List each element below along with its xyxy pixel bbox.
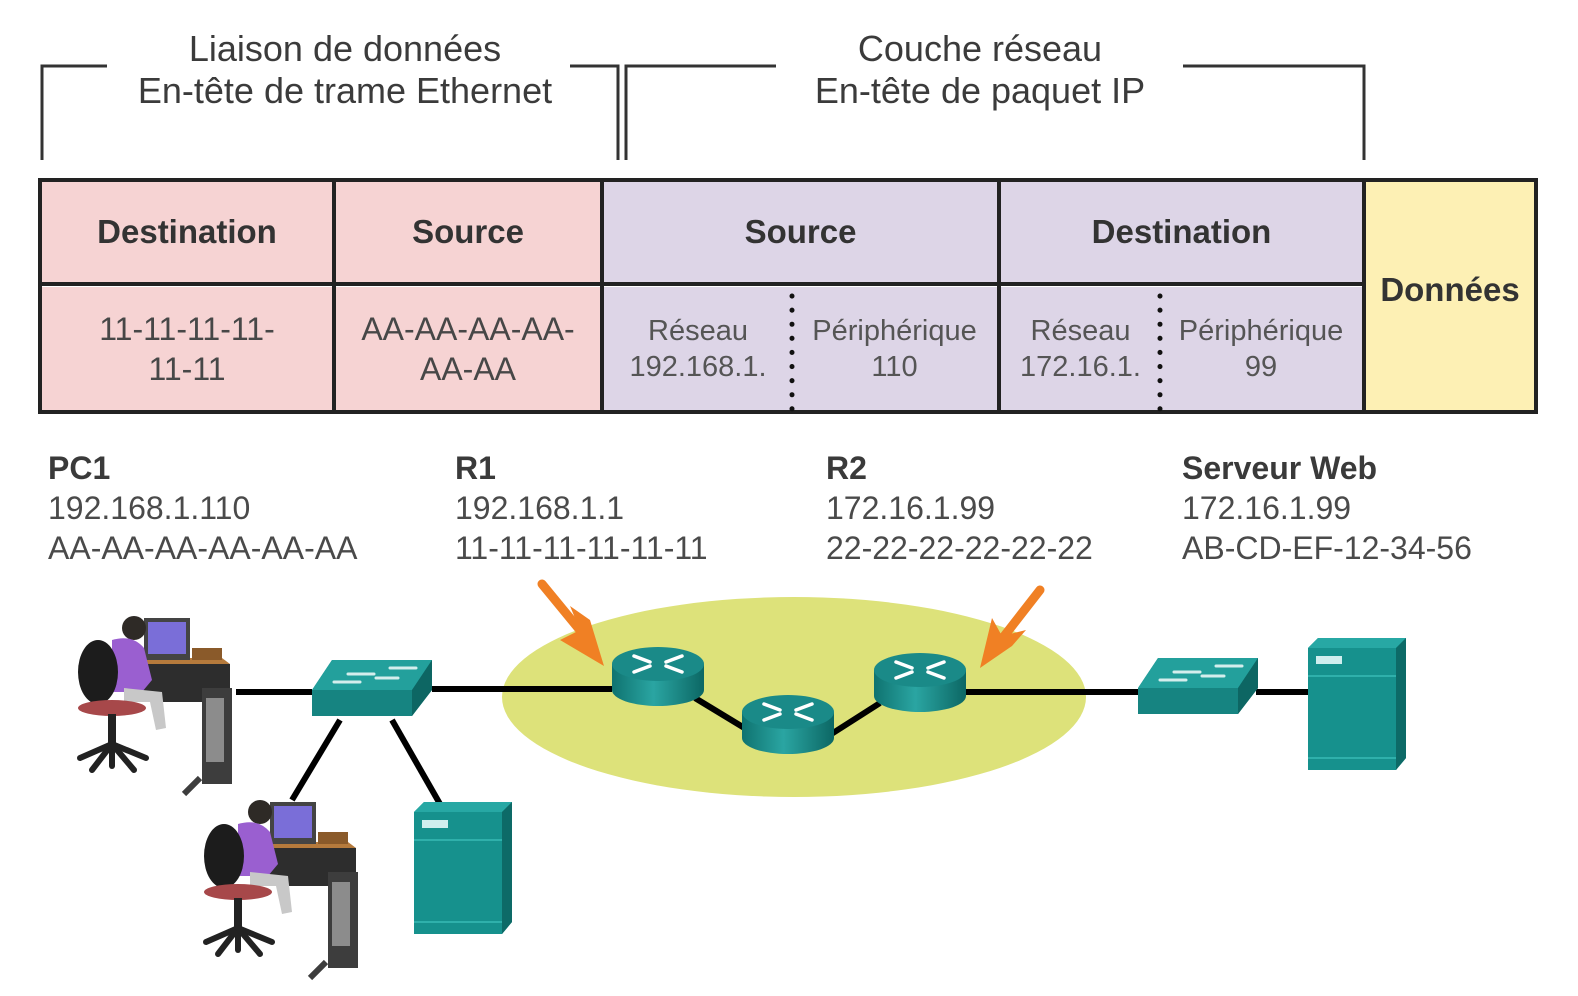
header-brackets bbox=[40, 64, 1366, 160]
device-ip: 172.16.1.99 bbox=[826, 490, 996, 526]
device-mac: AA-AA-AA-AA-AA-AA bbox=[48, 530, 358, 566]
link-switch1-server bbox=[389, 718, 443, 806]
device-label-pc1: PC1 192.168.1.110 AA-AA-AA-AA-AA-AA bbox=[48, 448, 357, 568]
data-link-bracket-title: Liaison de données En-tête de trame Ethe… bbox=[110, 28, 580, 112]
device-name: R2 bbox=[826, 450, 867, 486]
local-server-icon[interactable] bbox=[413, 801, 513, 935]
data-link-layer-label: Liaison de données bbox=[188, 28, 502, 69]
device-mac: 11-11-11-11-11-11 bbox=[455, 530, 708, 566]
router-middle-icon[interactable] bbox=[740, 693, 836, 756]
arrow-to-r2-icon bbox=[980, 585, 1045, 668]
device-name: R1 bbox=[455, 450, 496, 486]
router-r1-icon[interactable] bbox=[610, 645, 706, 708]
device-mac: 22-22-22-22-22-22 bbox=[826, 530, 1093, 566]
switch2-icon[interactable] bbox=[1136, 656, 1260, 716]
arrow-to-r1-icon bbox=[537, 579, 604, 666]
network-layer-label: Couche réseau bbox=[857, 28, 1103, 69]
device-name: PC1 bbox=[48, 450, 111, 486]
link-switch1-pc2 bbox=[289, 718, 343, 802]
device-label-web-server: Serveur Web 172.16.1.99 AB-CD-EF-12-34-5… bbox=[1182, 448, 1472, 568]
network-bracket bbox=[624, 64, 776, 160]
router-r2-icon[interactable] bbox=[872, 651, 968, 714]
device-ip: 172.16.1.99 bbox=[1182, 490, 1352, 526]
device-ip: 192.168.1.110 bbox=[48, 490, 251, 526]
device-ip: 192.168.1.1 bbox=[455, 490, 625, 526]
ip-header-label: En-tête de paquet IP bbox=[814, 70, 1146, 111]
pc1-workstation-icon[interactable] bbox=[78, 616, 232, 794]
data-link-bracket bbox=[40, 64, 107, 160]
network-bracket-title: Couche réseau En-tête de paquet IP bbox=[780, 28, 1180, 112]
device-mac: AB-CD-EF-12-34-56 bbox=[1182, 530, 1472, 566]
device-label-r2: R2 172.16.1.99 22-22-22-22-22-22 bbox=[826, 448, 1093, 568]
network-bracket-right bbox=[1183, 64, 1366, 160]
data-link-bracket-right bbox=[570, 64, 620, 160]
device-name: Serveur Web bbox=[1182, 450, 1378, 486]
web-server-icon[interactable] bbox=[1307, 637, 1407, 771]
switch1-icon[interactable] bbox=[310, 658, 434, 718]
device-label-r1: R1 192.168.1.1 11-11-11-11-11-11 bbox=[455, 448, 708, 568]
pc2-workstation-icon[interactable] bbox=[204, 800, 358, 978]
ethernet-header-label: En-tête de trame Ethernet bbox=[137, 70, 553, 111]
